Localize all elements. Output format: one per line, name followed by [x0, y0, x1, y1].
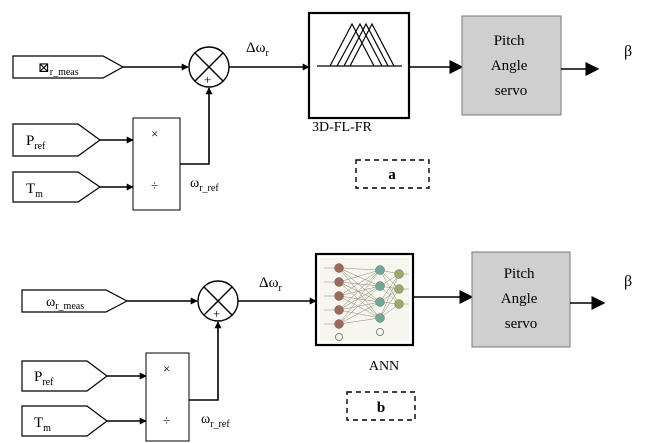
wire-ref-a: [180, 87, 213, 165]
divide-block-a: [132, 117, 181, 211]
panel-a: ⊠r_meas + Δωr 3D-FL-FR Pitch Angle serv: [12, 11, 632, 211]
controller-label-a: 3D-FL-FR: [312, 120, 373, 135]
divide-block-b: [145, 352, 190, 442]
output-beta-a: β: [624, 43, 632, 60]
div-symbol-b: ÷: [163, 413, 170, 428]
servo-label-a: Pitch Angle servo: [491, 33, 531, 99]
sum-junction-b: [197, 280, 239, 322]
input-pref-a: [12, 123, 102, 157]
tag-box-a: [355, 159, 430, 189]
sum-sign-b: +: [213, 306, 220, 321]
omega-ref-a: ωr_ref: [190, 176, 219, 194]
delta-omega-a: Δωr: [246, 40, 270, 59]
omega-ref-b: ωr_ref: [201, 412, 230, 430]
tag-box-b: [346, 391, 416, 421]
input-pref-a-label: Pref: [26, 133, 46, 152]
mult-symbol-b: ×: [163, 361, 170, 376]
pitch-servo-block-b: [471, 251, 571, 348]
input-meas-a: [12, 55, 125, 79]
delta-omega-b: Δωr: [259, 275, 283, 294]
controller-label-b: ANN: [369, 359, 399, 374]
div-symbol-a: ÷: [151, 178, 158, 193]
input-tm-a-label: Tm: [26, 181, 43, 200]
sum-sign-a: +: [204, 72, 211, 87]
input-tm-a: [12, 171, 102, 203]
input-meas-b-label: ωr_meas: [46, 295, 84, 312]
input-tm-b: [21, 405, 108, 437]
wire-ref-b: [189, 321, 222, 401]
input-pref-b-label: Pref: [34, 369, 54, 388]
tag-label-a: a: [388, 167, 396, 183]
output-beta-b: β: [624, 273, 632, 290]
input-pref-b: [21, 360, 108, 392]
panel-b: ωr_meas + Δωr: [21, 251, 632, 442]
input-meas-b: [21, 289, 129, 313]
mult-symbol-a: ×: [151, 126, 158, 141]
neural-network-icon: [320, 258, 409, 341]
input-tm-b-label: Tm: [34, 415, 51, 434]
input-meas-a-label: ⊠r_meas: [38, 61, 79, 78]
membership-functions-icon: [317, 22, 402, 67]
servo-label-b: Pitch Angle servo: [501, 266, 541, 332]
pitch-servo-block-a: [461, 15, 562, 116]
tag-label-b: b: [377, 400, 385, 416]
